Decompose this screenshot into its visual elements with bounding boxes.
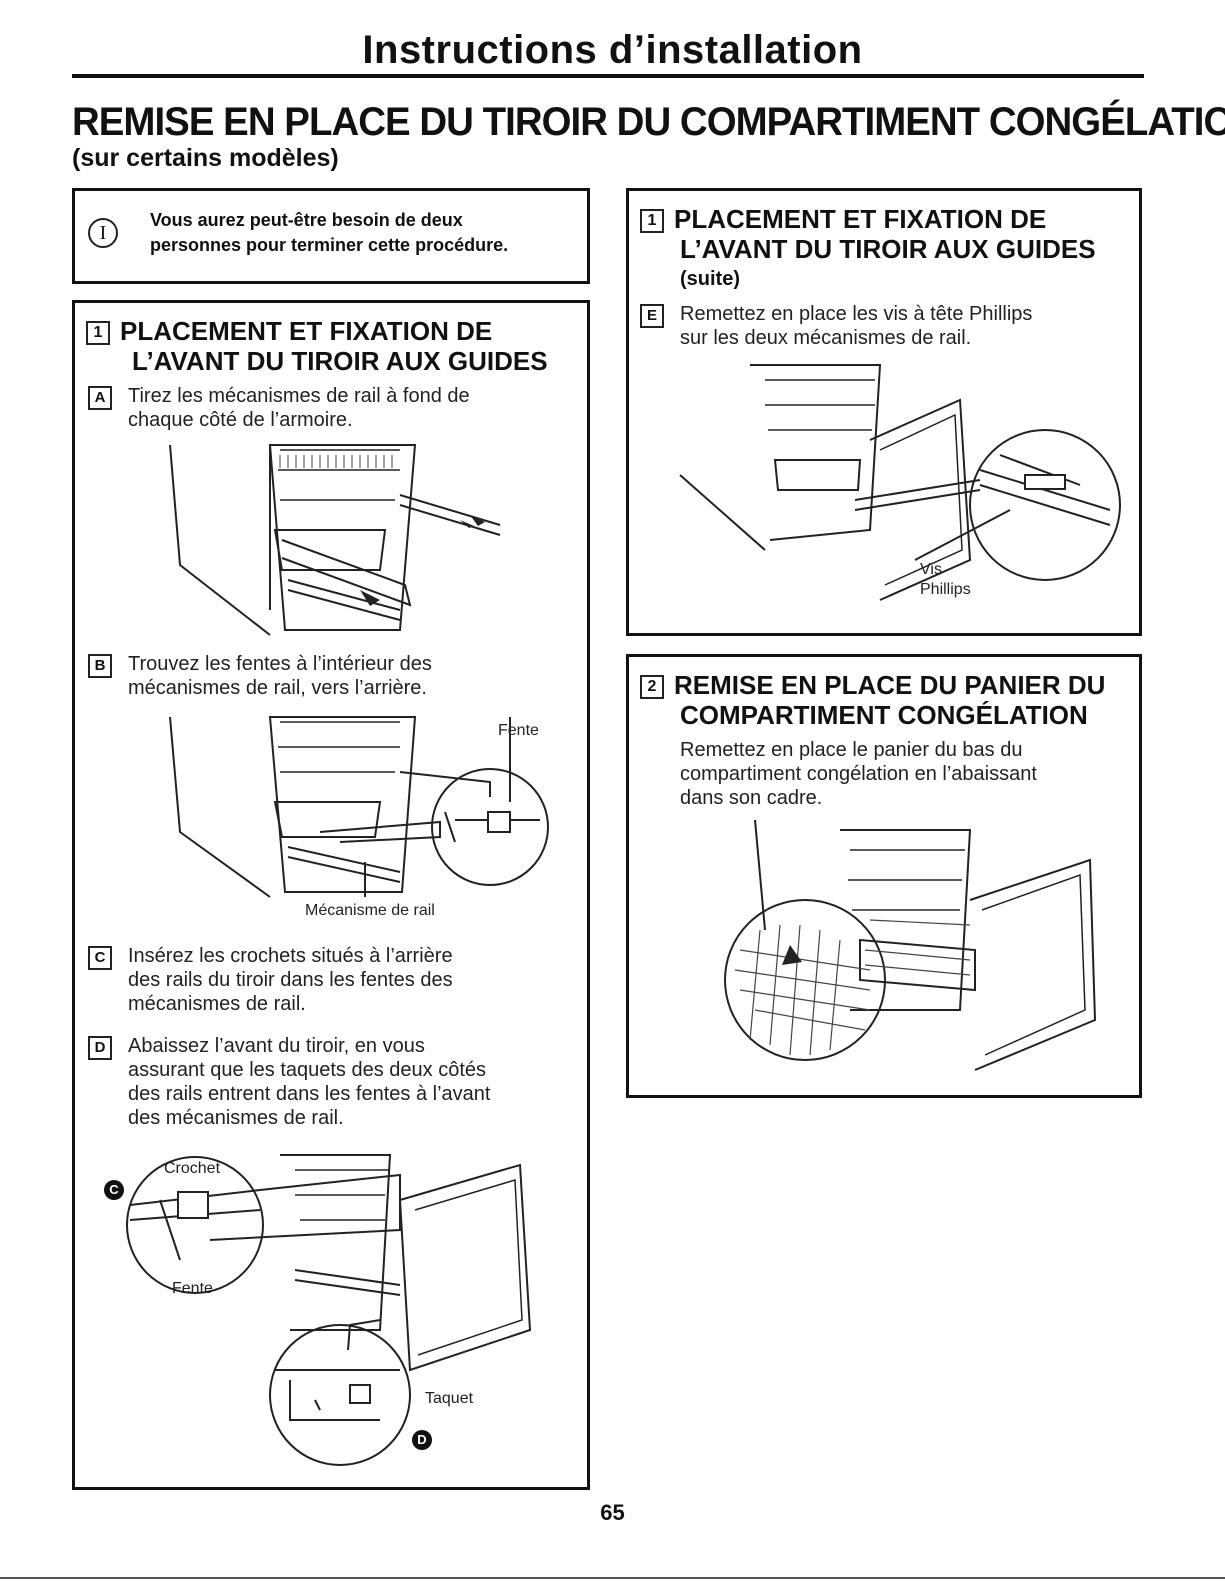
step-a-text: Tirez les mécanismes de rail à fond de c… bbox=[128, 384, 470, 432]
section2-heading-line2: COMPARTIMENT CONGÉLATION bbox=[680, 700, 1088, 730]
note-box bbox=[72, 188, 590, 284]
step-b-letter: B bbox=[88, 654, 112, 678]
step-d-line1: Abaissez l’avant du tiroir, en vous bbox=[128, 1035, 425, 1057]
figure-e-illustration bbox=[679, 364, 1121, 601]
vis-label-line2: Phillips bbox=[920, 581, 971, 598]
step-d-letter: D bbox=[88, 1036, 112, 1060]
step-d-line2: assurant que les taquets des deux côtés bbox=[128, 1059, 487, 1081]
step-a-letter: A bbox=[88, 386, 112, 410]
step-d-line4: des mécanismes de rail. bbox=[128, 1107, 344, 1129]
step-b-text: Trouvez les fentes à l’intérieur des méc… bbox=[128, 652, 432, 700]
fente-label: Fente bbox=[498, 722, 539, 739]
step-b-line1: Trouvez les fentes à l’intérieur des bbox=[128, 653, 432, 675]
section2-box bbox=[626, 654, 1142, 1098]
marker-d-icon: D bbox=[412, 1430, 432, 1450]
step-c-line3: mécanismes de rail. bbox=[128, 993, 306, 1015]
section2-line3: dans son cadre. bbox=[680, 787, 823, 809]
step-e-line2: sur les deux mécanismes de rail. bbox=[680, 327, 972, 349]
step-d-line3: des rails entrent dans les fentes à l’av… bbox=[128, 1083, 491, 1105]
section1-heading: 1 PLACEMENT ET FIXATION DE L’AVANT DU TIR… bbox=[86, 316, 548, 376]
suite-label: (suite) bbox=[680, 268, 740, 290]
section1b-heading-line2: L’AVANT DU TIROIR AUX GUIDES bbox=[680, 234, 1096, 264]
step-c-line2: des rails du tiroir dans les fentes des bbox=[128, 969, 453, 991]
section2-number: 2 bbox=[640, 675, 664, 699]
figure-b-illustration bbox=[169, 716, 549, 898]
note-text: Vous aurez peut-être besoin de deux pers… bbox=[150, 208, 580, 258]
section2-text: Remettez en place le panier du bas du co… bbox=[680, 738, 1037, 810]
fente-label-2: Fente bbox=[172, 1280, 213, 1297]
step-e-text: Remettez en place les vis à tête Phillip… bbox=[680, 302, 1032, 350]
note-line-1: Vous aurez peut-être besoin de deux bbox=[150, 210, 463, 230]
step-c-letter: C bbox=[88, 946, 112, 970]
section1-heading-line1: PLACEMENT ET FIXATION DE bbox=[120, 316, 493, 346]
step-e-letter: E bbox=[640, 304, 664, 328]
section2-line1: Remettez en place le panier du bas du bbox=[680, 739, 1023, 761]
page-number: 65 bbox=[600, 1500, 625, 1525]
header-rule bbox=[72, 74, 1144, 78]
crochet-label: Crochet bbox=[164, 1160, 221, 1177]
taquet-label: Taquet bbox=[425, 1390, 474, 1407]
section1b-heading: 1 PLACEMENT ET FIXATION DE L’AVANT DU TIR… bbox=[640, 204, 1096, 264]
section2-line2: compartiment congélation en l’abaissant bbox=[680, 763, 1037, 785]
step-c-line1: Insérez les crochets situés à l’arrière bbox=[128, 945, 453, 967]
note-line-2: personnes pour terminer cette procédure. bbox=[150, 235, 509, 255]
marker-c-icon: C bbox=[104, 1180, 124, 1200]
section2-heading-line1: REMISE EN PLACE DU PANIER DU bbox=[674, 670, 1106, 700]
step-a-line1: Tirez les mécanismes de rail à fond de bbox=[128, 385, 470, 407]
section1b-box bbox=[626, 188, 1142, 636]
vis-label-line1: Vis bbox=[920, 561, 942, 578]
page-subtitle: (sur certains modèles) bbox=[72, 144, 339, 172]
section1-box bbox=[72, 300, 590, 1490]
step-e-line1: Remettez en place les vis à tête Phillip… bbox=[680, 303, 1033, 325]
step-c-text: Insérez les crochets situés à l’arrière … bbox=[128, 944, 453, 1016]
vis-label: Vis Phillips bbox=[920, 560, 971, 600]
mecanisme-label: Mécanisme de rail bbox=[305, 902, 435, 919]
figure-2-illustration bbox=[724, 819, 1097, 1071]
step-d-text: Abaissez l’avant du tiroir, en vous assu… bbox=[128, 1034, 490, 1130]
section1b-heading-line1: PLACEMENT ET FIXATION DE bbox=[674, 204, 1047, 234]
info-icon: I bbox=[88, 218, 118, 248]
page-title: REMISE EN PLACE DU TIROIR DU COMPARTIMEN… bbox=[72, 100, 1225, 144]
section1-number: 1 bbox=[86, 321, 110, 345]
step-b-line2: mécanismes de rail, vers l’arrière. bbox=[128, 677, 427, 699]
section1b-number: 1 bbox=[640, 209, 664, 233]
page-header-title: Instructions d’installation bbox=[362, 28, 863, 72]
figure-a-illustration bbox=[169, 444, 501, 636]
section1-heading-line2: L’AVANT DU TIROIR AUX GUIDES bbox=[132, 346, 548, 376]
footer-rule bbox=[0, 1577, 1225, 1579]
step-a-line2: chaque côté de l’armoire. bbox=[128, 409, 353, 431]
section2-heading: 2 REMISE EN PLACE DU PANIER DU COMPARTIME… bbox=[640, 670, 1105, 730]
figure-d-illustration bbox=[126, 1154, 532, 1466]
